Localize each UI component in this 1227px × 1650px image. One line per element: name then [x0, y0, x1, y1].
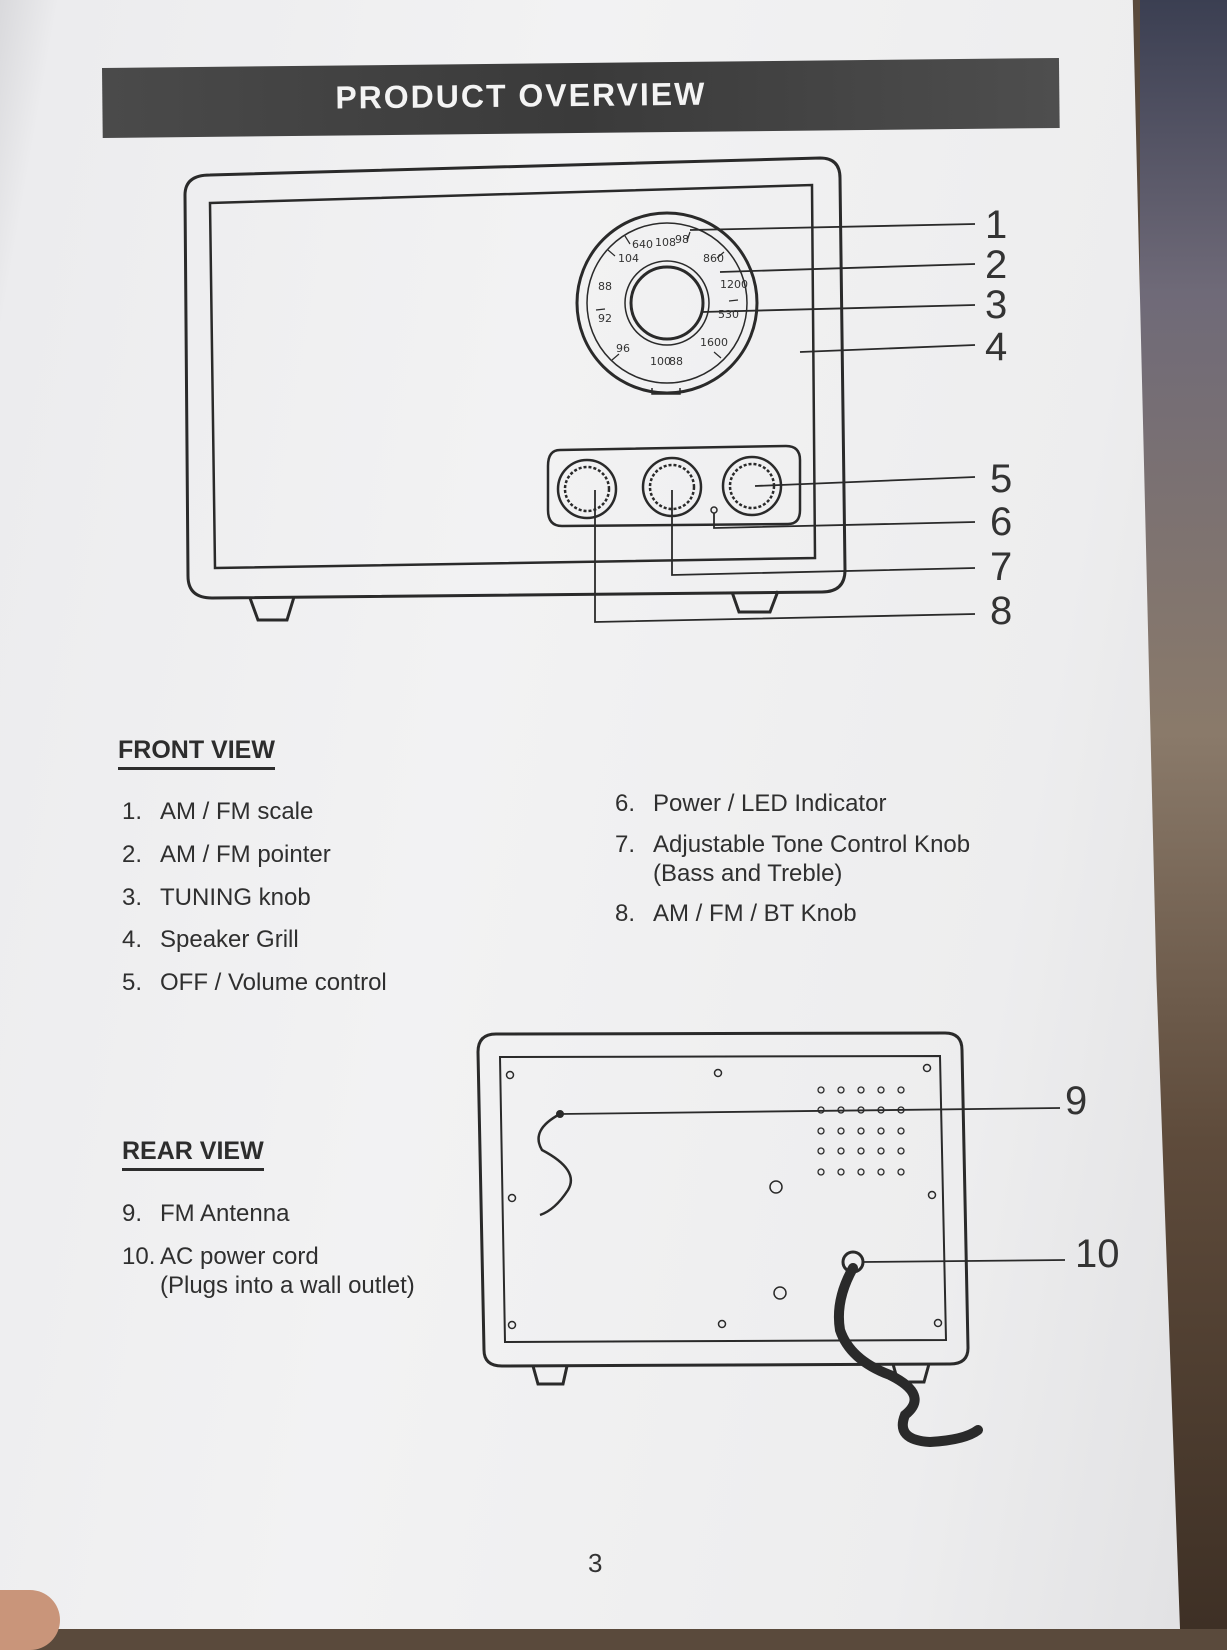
- dial-mark: 88: [598, 280, 612, 293]
- list-item: 3.TUNING knob: [122, 883, 311, 911]
- rear-view-heading: REAR VIEW: [122, 1137, 264, 1171]
- list-item: 5.OFF / Volume control: [122, 969, 387, 997]
- dial-mark: 92: [598, 312, 612, 325]
- callout-3: 3: [985, 283, 1007, 327]
- thumb: [0, 1590, 60, 1650]
- callout-6: 6: [990, 500, 1012, 544]
- callout-2: 2: [985, 243, 1007, 287]
- callout-5: 5: [990, 457, 1012, 501]
- dial-mark: 1600: [700, 336, 728, 349]
- dial-scale-labels: 108 98 104 88 92 96 100 88 1600 530 1200…: [598, 233, 748, 368]
- list-item: 9.FM Antenna: [122, 1200, 290, 1227]
- dial-mark: 98: [675, 233, 689, 246]
- manual-page: PRODUCT OVERVIEW: [0, 0, 1180, 1629]
- list-item: 7.Adjustable Tone Control Knob (Bass and…: [615, 830, 971, 887]
- list-item: 6.Power / LED Indicator: [615, 790, 887, 817]
- front-view-list-left: 1.AM / FM scale 2.AM / FM pointer 3.TUNI…: [122, 798, 387, 998]
- list-item: 8.AM / FM / BT Knob: [615, 900, 857, 928]
- front-view-list-right: 6.Power / LED Indicator 7.Adjustable Ton…: [615, 790, 970, 929]
- callout-10: 10: [1075, 1232, 1120, 1276]
- dial-mark: 1200: [720, 278, 748, 291]
- list-item: 10.AC power cord (Plugs into a wall outl…: [122, 1242, 415, 1299]
- dial-mark: 530: [718, 308, 739, 321]
- callout-8: 8: [990, 589, 1012, 633]
- front-view-heading: FRONT VIEW: [118, 736, 275, 770]
- rear-radio-illustration: [476, 1031, 983, 1448]
- front-radio-illustration: [183, 156, 847, 622]
- dial-mark: 640: [632, 238, 653, 251]
- dial-mark: 100: [650, 355, 671, 368]
- dial-mark: 860: [703, 252, 724, 265]
- dial-mark: 108: [655, 236, 676, 249]
- callout-1: 1: [985, 203, 1007, 247]
- callout-7: 7: [990, 545, 1012, 589]
- list-item: 4.Speaker Grill: [122, 926, 299, 954]
- page-number: 3: [588, 1548, 603, 1578]
- product-diagram: 108 98 104 88 92 96 100 88 1600 530 1200…: [183, 156, 1120, 1448]
- callout-4: 4: [985, 325, 1007, 369]
- dial-mark: 104: [618, 252, 639, 265]
- dial-mark: 96: [616, 342, 630, 355]
- dial-mark: 88: [669, 355, 683, 368]
- callout-9: 9: [1065, 1079, 1087, 1123]
- list-item: 1.AM / FM scale: [122, 798, 314, 825]
- rear-view-list: 9.FM Antenna 10.AC power cord (Plugs int…: [122, 1200, 415, 1300]
- list-item: 2.AM / FM pointer: [122, 840, 331, 868]
